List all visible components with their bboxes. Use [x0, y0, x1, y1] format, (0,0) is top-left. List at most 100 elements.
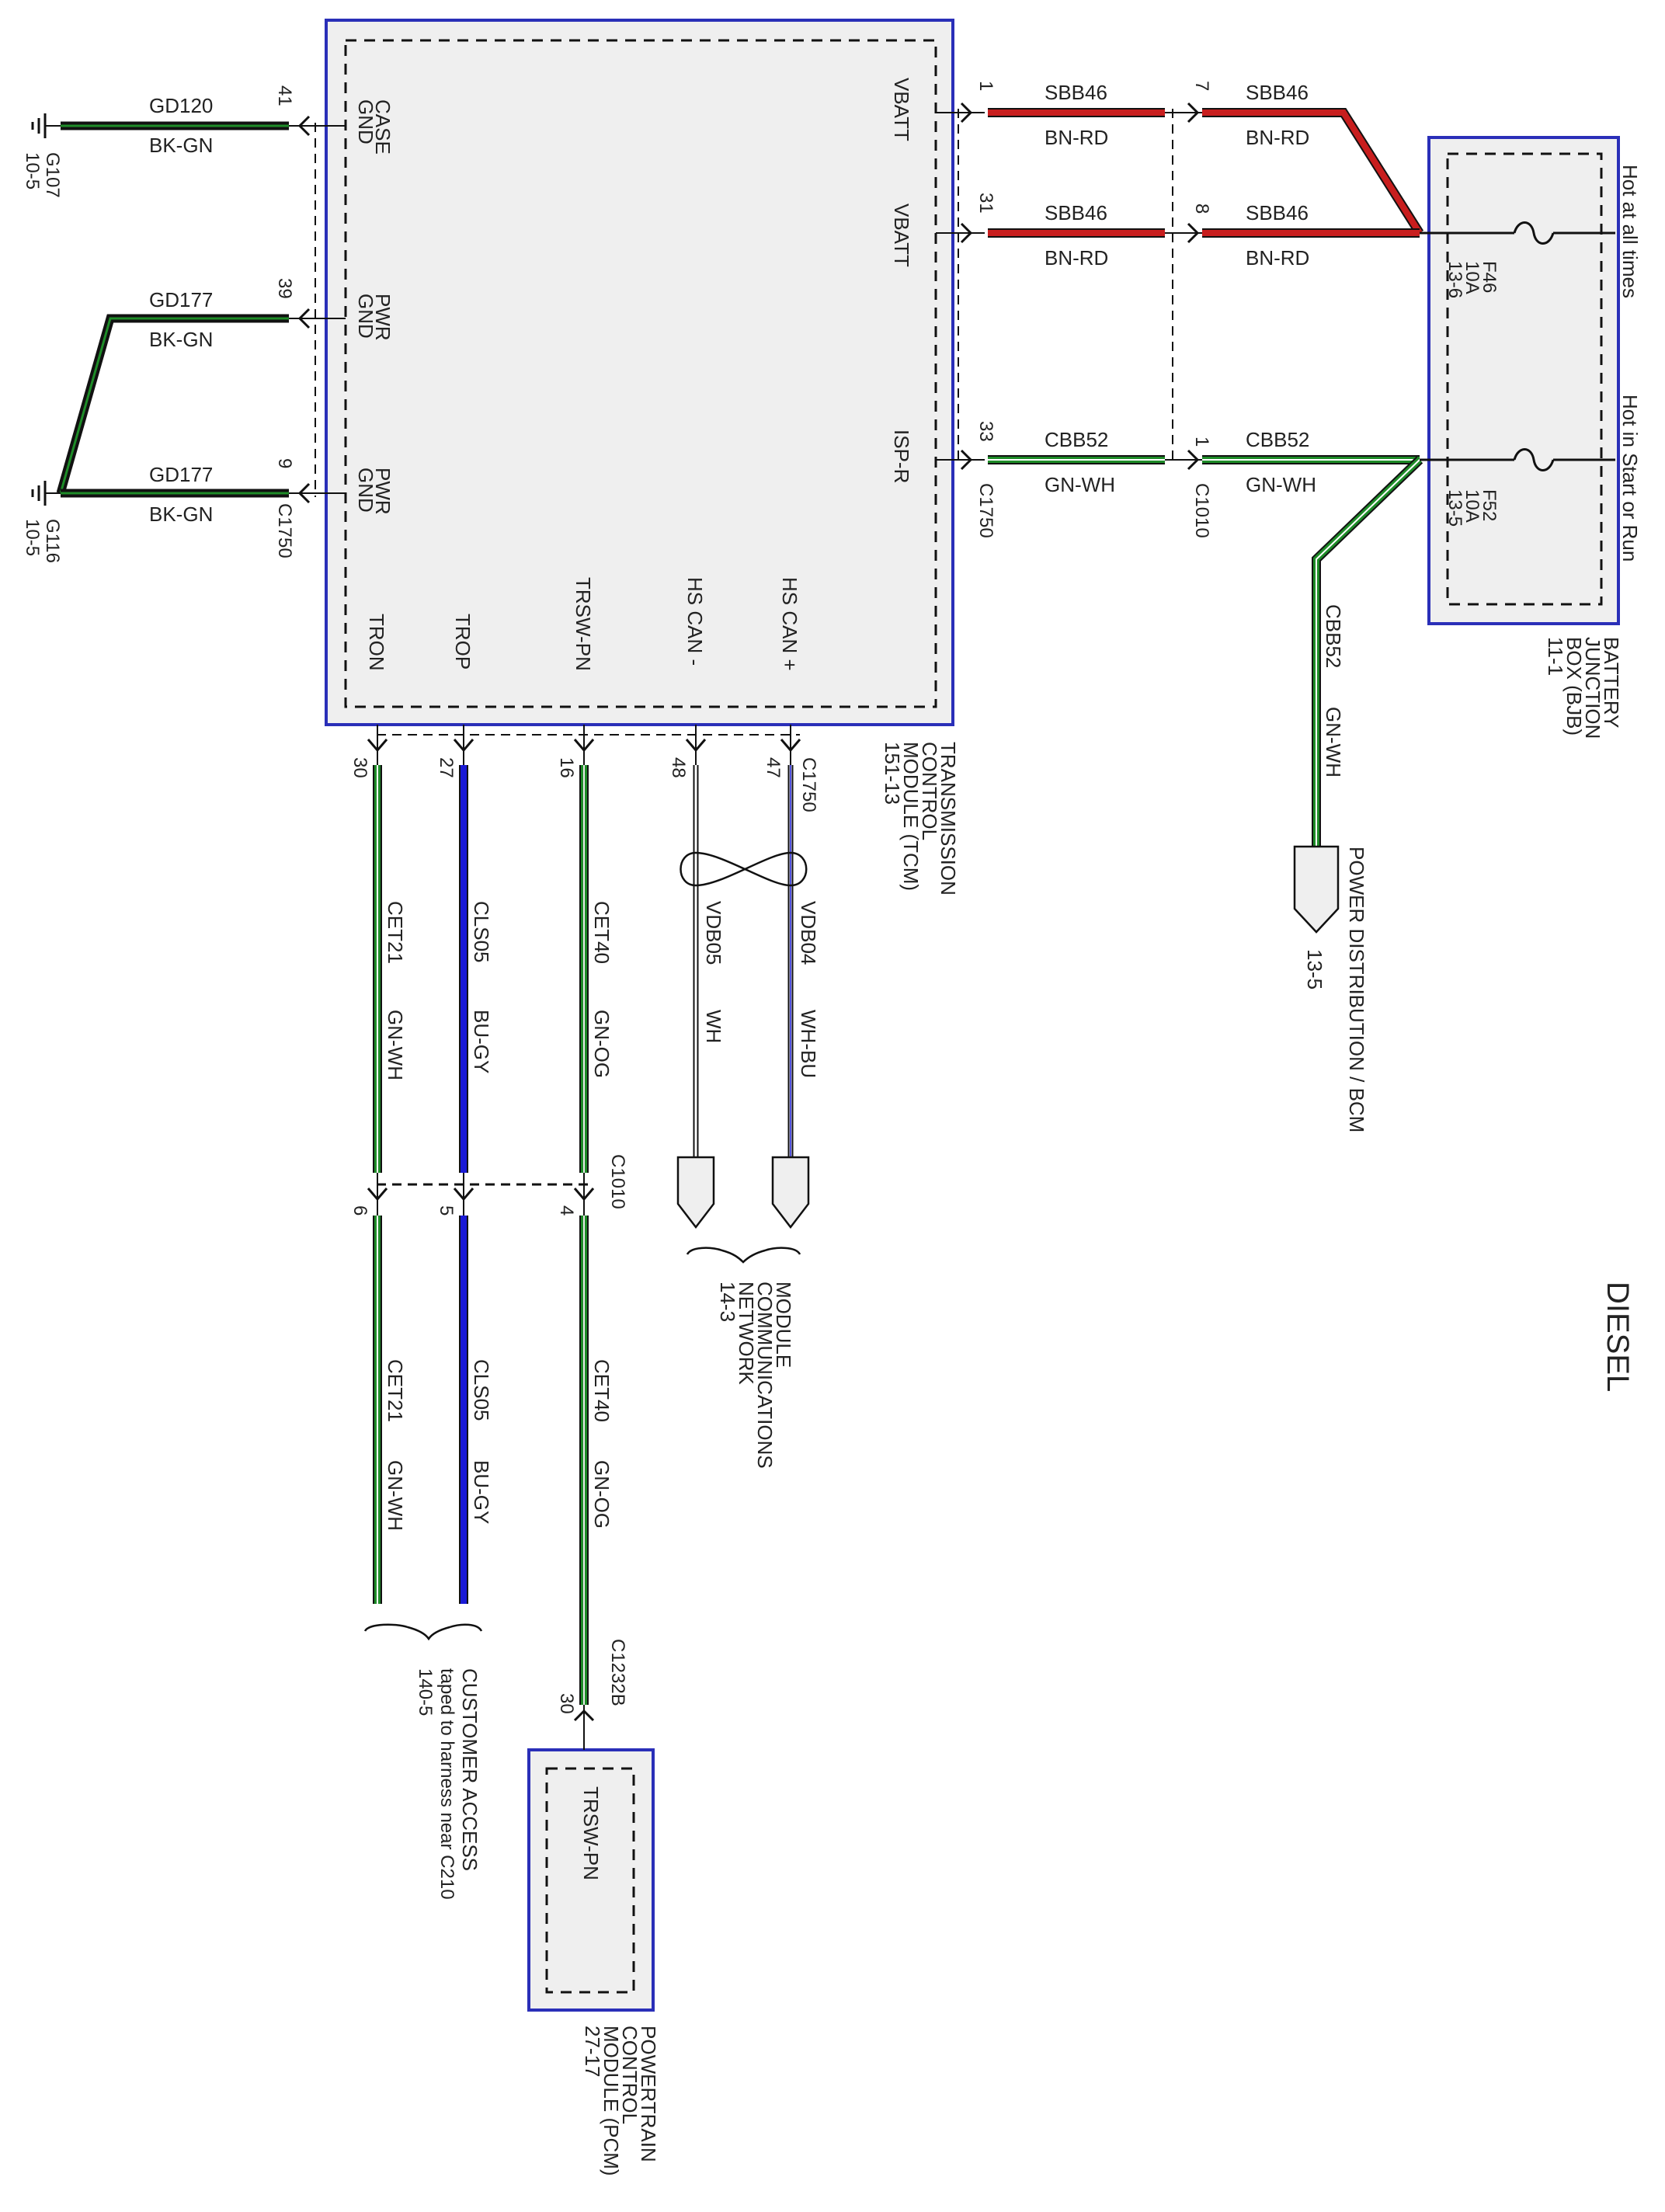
wire-vdb04-circuit: VDB04 — [797, 901, 820, 965]
wire-gd177a-stripe — [59, 317, 289, 494]
wire-gd177b-color: BK-GN — [149, 503, 213, 526]
pin-arrow-31 — [960, 222, 973, 244]
tcm-pin-isp-r: ISP-R — [890, 430, 913, 483]
tcm-pin-trop: TROP — [451, 614, 474, 670]
pin-9: 9 — [274, 458, 295, 468]
wire-cet21-2-circuit: CET21 — [384, 1359, 407, 1422]
wire-cbb52-2-circuit: CBB52 — [1246, 428, 1309, 451]
pcm-name-4: 27-17 — [581, 2026, 604, 2078]
connector-c1750-bottom: C1750 — [798, 757, 819, 812]
wire-sbb46-4-color: BN-RD — [1246, 246, 1309, 270]
mcn-connector-1-icon — [676, 1156, 715, 1229]
bjb-feed-2: Hot in Start or Run — [1618, 395, 1642, 562]
pin-30: 30 — [349, 757, 370, 778]
tcm-pin-vbatt-2: VBATT — [890, 203, 913, 267]
pin-arrow-9 — [297, 482, 311, 504]
wire-sbb46-3-color: BN-RD — [1246, 126, 1309, 149]
ground-g107-ref: 10-5 — [22, 152, 43, 190]
wire-cls05-2-circuit: CLS05 — [470, 1359, 493, 1421]
tcm-pin-pwr-gnd-2a: PWR — [371, 468, 395, 515]
pin-27: 27 — [436, 757, 457, 778]
wire-cet21-2-color: GN-WH — [384, 1460, 407, 1531]
pin-6: 6 — [349, 1205, 370, 1216]
fuse-f46-icon — [1513, 221, 1555, 245]
pcm-name-1: POWERTRAIN — [637, 2026, 660, 2162]
ground-g107-icon — [31, 113, 61, 138]
wire-gd177b-circuit: GD177 — [149, 463, 213, 486]
fuse-f46-ref: 13-6 — [1444, 261, 1465, 298]
fuse-f52-icon — [1513, 448, 1555, 471]
tcm-name-4: 151-13 — [881, 742, 904, 805]
bjb-feed-1: Hot at all times — [1618, 165, 1642, 298]
tcm-pin-pwr-gnd-1a: PWR — [371, 294, 395, 341]
wire-gd177a-color: BK-GN — [149, 328, 213, 351]
pin-31: 31 — [975, 193, 996, 214]
tcm-pin-hs-can-plus: HS CAN + — [778, 577, 801, 671]
bjb-name-2: JUNCTION — [1581, 637, 1604, 739]
pin-30b: 30 — [556, 1693, 577, 1714]
mcn-name-2: COMMUNICATIONS — [753, 1282, 777, 1469]
wire-cbb52-3-color: GN-WH — [1322, 707, 1345, 777]
tcm-pin-pwr-gnd-1b: GND — [354, 294, 377, 339]
wire-cls05-1-circuit: CLS05 — [470, 901, 493, 963]
tcm-name-3: MODULE (TCM) — [899, 742, 923, 891]
bjb-name-1: BATTERY — [1600, 637, 1623, 729]
wire-cls05-1-color: BU-GY — [470, 1010, 493, 1073]
mcn-connector-2-icon — [771, 1156, 810, 1229]
wire-cls05-2-color: BU-GY — [470, 1460, 493, 1524]
customer-access-title: CUSTOMER ACCESS — [458, 1668, 481, 1871]
c1010-bottom-pin-arrows — [367, 1188, 595, 1202]
tcm-pin-tron: TRON — [365, 614, 388, 671]
tcm-pin-case-gnd-2: GND — [354, 99, 377, 144]
pin-arrow-41 — [297, 115, 311, 137]
wire-sbb46-3 — [1202, 108, 1424, 236]
diagram-title: DIESEL — [1601, 1282, 1635, 1392]
pin-8: 8 — [1191, 203, 1212, 214]
mcn-brace-icon — [686, 1247, 801, 1264]
pin-1: 1 — [975, 81, 996, 91]
pin-arrow-39 — [297, 308, 311, 329]
wire-sbb46-4-circuit: SBB46 — [1246, 201, 1309, 224]
tcm-inner-dashed — [344, 39, 937, 708]
wire-sbb46-1-color: BN-RD — [1045, 126, 1108, 149]
connector-c1232b: C1232B — [607, 1639, 628, 1706]
pin-7: 7 — [1191, 81, 1212, 91]
bjb-name-4: 11-1 — [1544, 637, 1567, 676]
ground-g116-label: G116 — [42, 519, 63, 563]
connector-c1750-left: C1750 — [274, 503, 295, 558]
pin-arrow-33 — [960, 449, 973, 471]
tcm-pin-vbatt-1: VBATT — [890, 78, 913, 141]
wire-cbb52-1-circuit: CBB52 — [1045, 428, 1108, 451]
wire-vdb05-circuit: VDB05 — [702, 901, 725, 965]
ground-g107-label: G107 — [42, 152, 63, 198]
wire-cet40-1-color: GN-OG — [590, 1010, 614, 1078]
pcm-pin-trsw-pn: TRSW-PN — [579, 1786, 603, 1880]
wire-cbb52-2-color: GN-WH — [1246, 473, 1316, 496]
pin-47: 47 — [763, 757, 784, 778]
tcm-pin-pwr-gnd-2b: GND — [354, 468, 377, 513]
power-dist-connector-icon — [1293, 845, 1340, 934]
wire-cbb52-1-color: GN-WH — [1045, 473, 1115, 496]
tcm-pin-trsw-pn: TRSW-PN — [572, 577, 595, 671]
mcn-name-3: NETWORK — [735, 1282, 758, 1386]
power-dist-label: POWER DISTRIBUTION / BCM — [1345, 847, 1368, 1132]
connector-c1010-right: C1010 — [1191, 483, 1212, 538]
pcm-name-2: CONTROL — [618, 2026, 641, 2124]
wire-gd120-circuit: GD120 — [149, 94, 213, 117]
wire-cet40-2-circuit: CET40 — [590, 1359, 614, 1422]
wire-sbb46-1-circuit: SBB46 — [1045, 81, 1107, 104]
wire-cbb52-3-circuit: CBB52 — [1322, 604, 1345, 668]
pin-33: 33 — [975, 421, 996, 442]
pin-arrow-1 — [960, 102, 973, 123]
fuse-f52-rating: 10A — [1462, 489, 1483, 523]
connector-c1010-bottom: C1010 — [607, 1154, 628, 1209]
fuse-f52-name: F52 — [1479, 489, 1500, 521]
ground-g116-ref: 10-5 — [22, 519, 43, 556]
customer-access-ref: 140-5 — [415, 1668, 436, 1716]
tcm-pin-case-gnd-1: CASE — [371, 99, 395, 155]
wire-cet40-1-circuit: CET40 — [590, 901, 614, 964]
pcm-box — [527, 1748, 655, 2012]
twisted-pair-icon — [680, 851, 808, 887]
bjb-box — [1427, 136, 1620, 625]
customer-brace-icon — [363, 1623, 483, 1641]
